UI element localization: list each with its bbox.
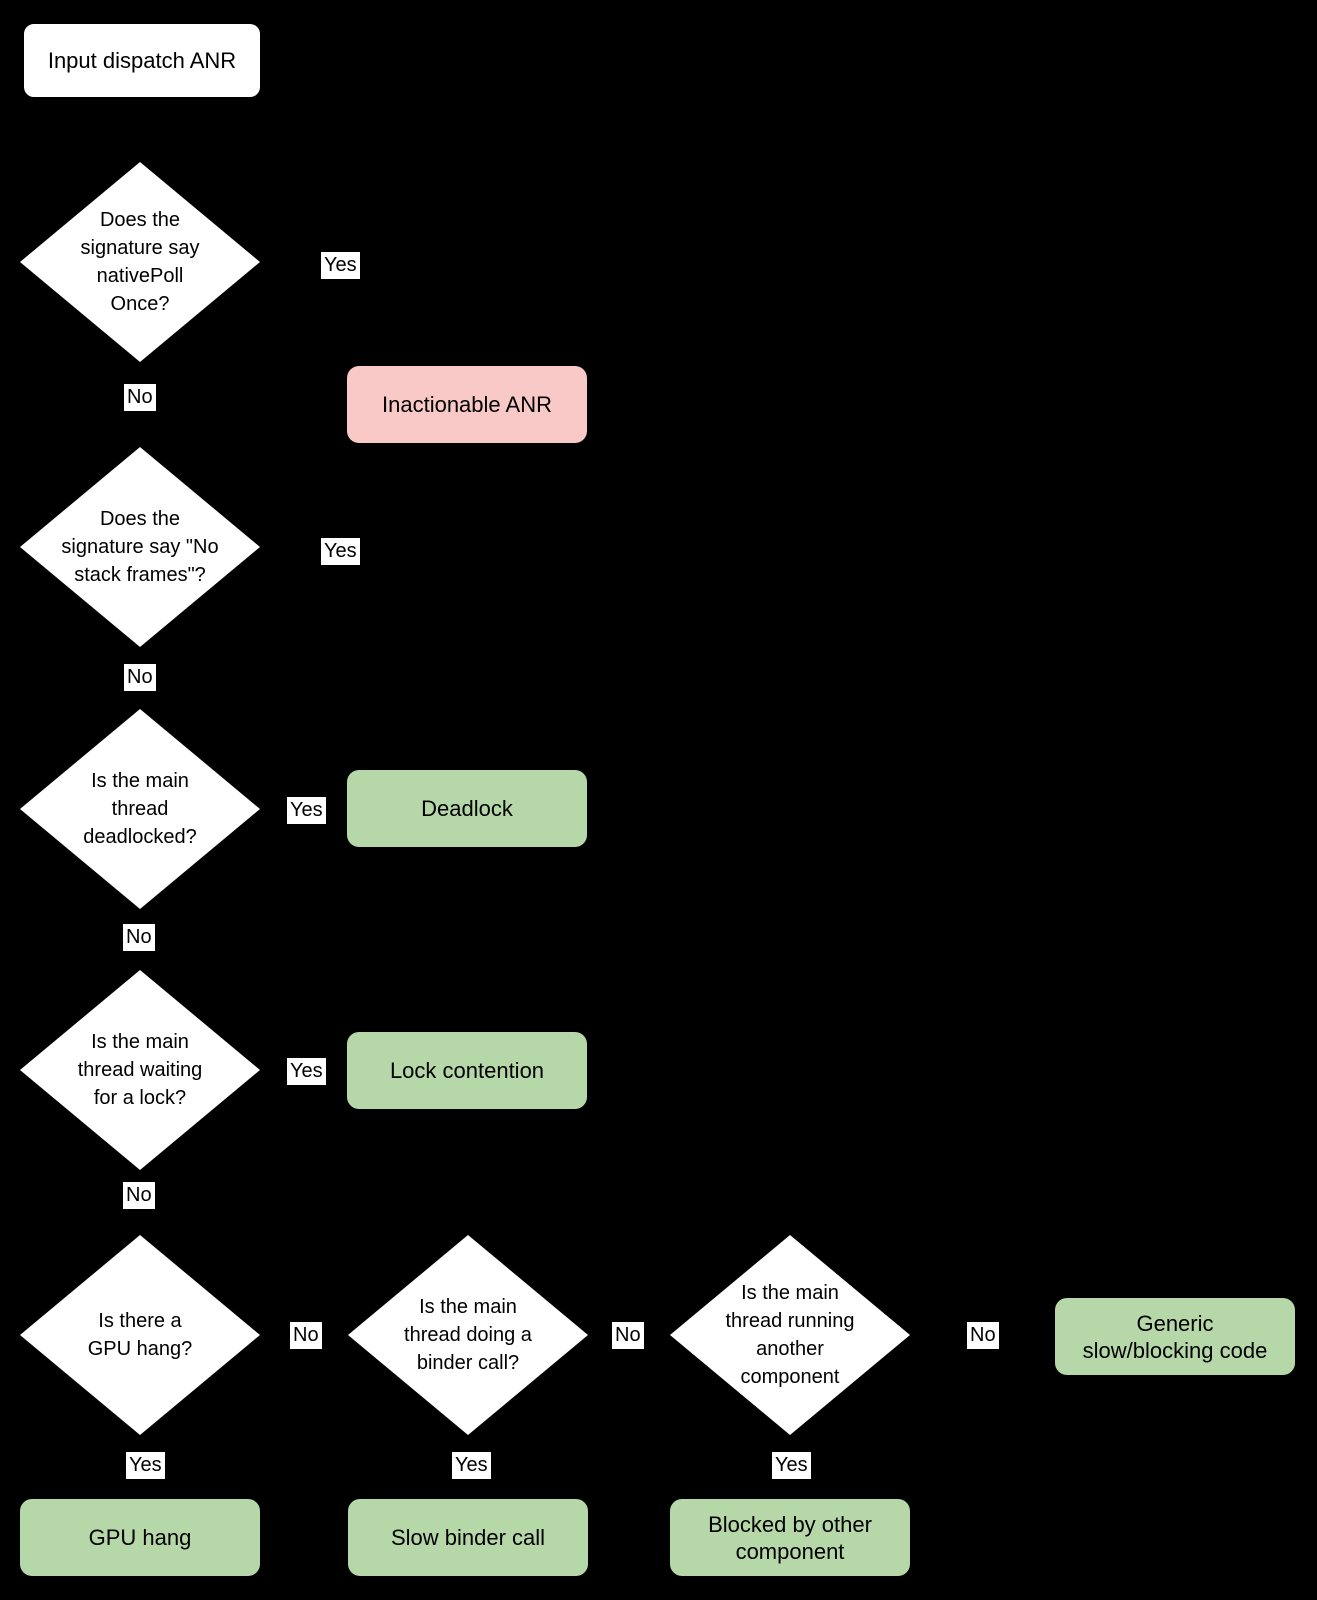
edge-label-d2-yes: Yes bbox=[321, 538, 360, 565]
connector-d1-yes-inactionable bbox=[260, 261, 475, 362]
decision-label: Does the signature say nativePoll Once? bbox=[80, 209, 200, 315]
result-gpu-hang: GPU hang bbox=[20, 1499, 260, 1576]
edge-label-d5-no: No bbox=[290, 1322, 322, 1349]
edge-label-d1-no: No bbox=[124, 384, 156, 411]
edge-label-d6-yes: Yes bbox=[452, 1452, 491, 1479]
result-label: Slow binder call bbox=[390, 1525, 546, 1550]
decision-label: Is the main thread waiting for a lock? bbox=[77, 1031, 203, 1109]
result-inactionable-anr: Inactionable ANR bbox=[347, 366, 587, 443]
result-deadlock: Deadlock bbox=[347, 770, 587, 847]
decision-label: Is the main thread doing a binder call? bbox=[404, 1296, 532, 1374]
result-label: Generic slow/blocking code bbox=[1082, 1310, 1268, 1363]
decision-main-thread-other-component: Is the main thread running another compo… bbox=[670, 1235, 910, 1435]
edge-label-d5-yes: Yes bbox=[126, 1452, 165, 1479]
result-generic-slow-blocking-code: Generic slow/blocking code bbox=[1055, 1298, 1295, 1375]
result-label: Inactionable ANR bbox=[382, 392, 552, 417]
edge-label-d7-yes: Yes bbox=[772, 1452, 811, 1479]
result-label: Blocked by other component bbox=[708, 1511, 872, 1564]
decision-label: Is the main thread running another compo… bbox=[725, 1282, 855, 1388]
decision-gpu-hang: Is there a GPU hang? bbox=[20, 1235, 260, 1435]
edge-label-d4-no: No bbox=[123, 1182, 155, 1209]
decision-signature-no-stack-frames: Does the signature say "No stack frames"… bbox=[20, 447, 260, 647]
start-node-label: Input dispatch ANR bbox=[47, 48, 237, 73]
edge-label-d3-no: No bbox=[123, 924, 155, 951]
decision-signature-nativepollonce: Does the signature say nativePoll Once? bbox=[20, 162, 260, 362]
result-lock-contention: Lock contention bbox=[347, 1032, 587, 1109]
edge-label-d4-yes: Yes bbox=[287, 1058, 326, 1085]
start-node-input-dispatch-anr: Input dispatch ANR bbox=[22, 22, 262, 99]
result-blocked-by-other-component: Blocked by other component bbox=[670, 1499, 910, 1576]
decision-label: Is the main thread deadlocked? bbox=[83, 770, 197, 848]
decision-label: Is there a GPU hang? bbox=[87, 1310, 193, 1360]
edge-label-d3-yes: Yes bbox=[287, 797, 326, 824]
decision-main-thread-binder-call: Is the main thread doing a binder call? bbox=[348, 1235, 588, 1435]
connector-d2-yes-inactionable bbox=[260, 447, 475, 548]
result-label: Lock contention bbox=[389, 1058, 545, 1083]
decision-main-thread-waiting-lock: Is the main thread waiting for a lock? bbox=[20, 970, 260, 1170]
edge-label-d7-no: No bbox=[967, 1322, 999, 1349]
result-label: GPU hang bbox=[88, 1525, 192, 1550]
decision-label: Does the signature say "No stack frames"… bbox=[61, 508, 219, 586]
result-label: Deadlock bbox=[421, 796, 513, 821]
decision-main-thread-deadlocked: Is the main thread deadlocked? bbox=[20, 709, 260, 909]
edge-label-d6-no: No bbox=[612, 1322, 644, 1349]
edge-label-d1-yes: Yes bbox=[321, 252, 360, 279]
result-slow-binder-call: Slow binder call bbox=[348, 1499, 588, 1576]
edge-label-d2-no: No bbox=[124, 664, 156, 691]
